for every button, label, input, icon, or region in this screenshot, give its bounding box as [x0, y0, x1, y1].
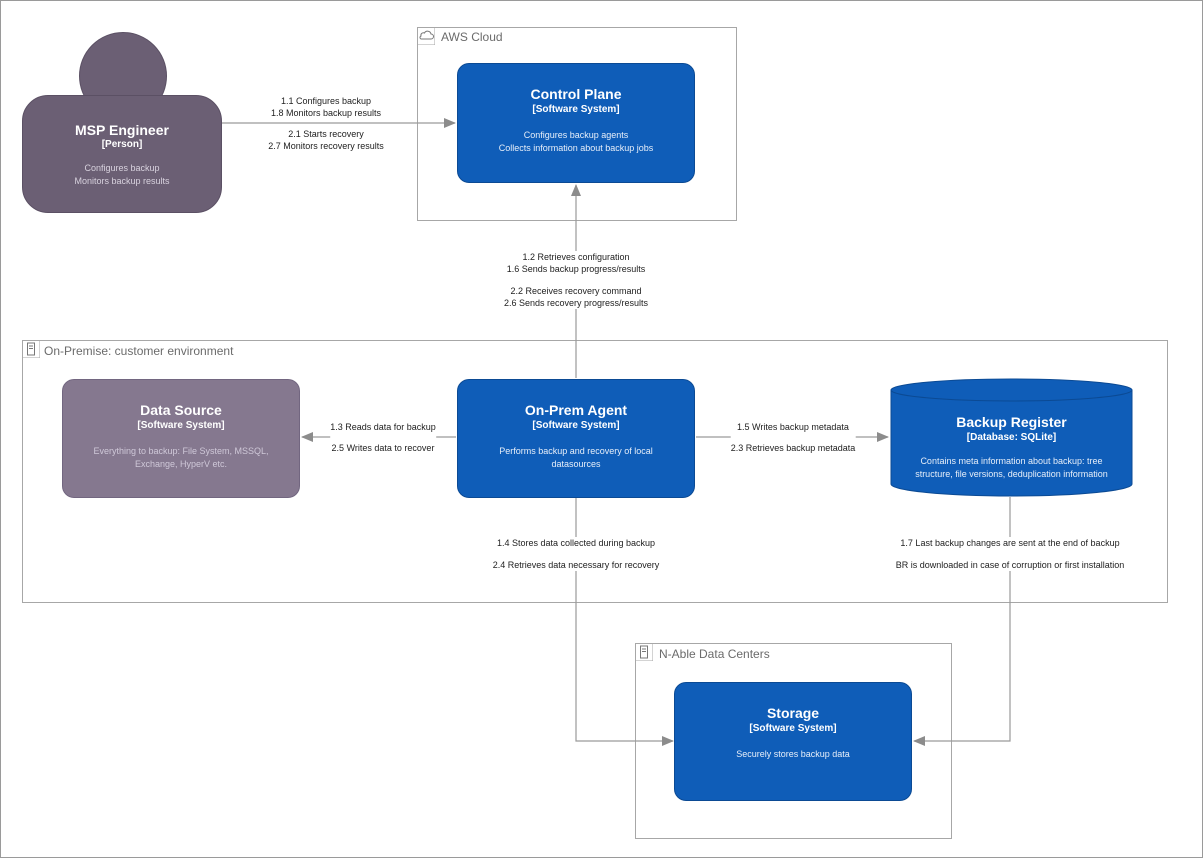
relation-label-agent-storage: 1.4 Stores data collected during backup …	[492, 537, 660, 571]
relation-label-agent-register: 1.5 Writes backup metadata 2.3 Retrieves…	[730, 421, 856, 454]
relation-label-agent-source: 1.3 Reads data for backup 2.5 Writes dat…	[330, 421, 436, 454]
desc-line: Configures backup agents	[523, 130, 629, 140]
system-description: Everything to backup: File System, MSSQL…	[77, 445, 285, 471]
desc-line: structure, file versions, deduplication …	[915, 469, 1108, 479]
control-plane-system[interactable]: Control Plane [Software System] Configur…	[457, 63, 695, 183]
system-description: Configures backup agents Collects inform…	[472, 129, 680, 155]
system-name: Control Plane	[530, 86, 622, 102]
person-name: MSP Engineer	[75, 122, 169, 138]
relation-text: 2.2 Receives recovery command	[510, 286, 642, 296]
desc-line: Exchange, HyperV etc.	[134, 459, 228, 469]
relation-text: 1.3 Reads data for backup	[330, 422, 436, 432]
backup-register-database[interactable]: Backup Register [Database: SQLite] Conta…	[890, 378, 1133, 498]
system-name: Backup Register	[956, 414, 1067, 430]
aws-cloud-label: AWS Cloud	[441, 30, 503, 44]
onprem-label: On-Premise: customer environment	[44, 344, 234, 358]
relation-text: 2.6 Sends recovery progress/results	[503, 298, 649, 308]
desc-line: Securely stores backup data	[736, 749, 850, 759]
person-type: [Person]	[101, 139, 143, 150]
data-source-system[interactable]: Data Source [Software System] Everything…	[62, 379, 300, 498]
desc-line: datasources	[551, 459, 601, 469]
relation-text: 1.5 Writes backup metadata	[737, 422, 849, 432]
person-description: Configures backup Monitors backup result…	[23, 162, 221, 188]
relation-label-engineer-control: 1.1 Configures backup 1.8 Monitors backu…	[268, 95, 384, 152]
person-desc-line2: Monitors backup results	[74, 176, 170, 186]
relation-text: 1.7 Last backup changes are sent at the …	[900, 538, 1120, 548]
relation-text: 1.1 Configures backup	[280, 96, 372, 106]
onprem-boundary	[22, 340, 1168, 603]
arrow-register-to-storage	[913, 497, 1011, 746]
relation-text: 1.4 Stores data collected during backup	[496, 538, 656, 548]
system-name: Storage	[766, 705, 820, 721]
person-desc-line1: Configures backup	[84, 163, 160, 173]
system-type: [Software System]	[532, 420, 620, 431]
relation-text: 2.7 Monitors recovery results	[268, 141, 384, 151]
desc-line: Contains meta information about backup: …	[920, 456, 1103, 466]
aws-cloud-boundary	[417, 27, 737, 221]
system-name: Data Source	[140, 402, 222, 418]
relation-label-agent-control: 1.2 Retrieves configuration 1.6 Sends ba…	[503, 251, 649, 309]
desc-line: Performs backup and recovery of local	[499, 446, 653, 456]
storage-system[interactable]: Storage [Software System] Securely store…	[674, 682, 912, 801]
system-description: Contains meta information about backup: …	[896, 455, 1127, 481]
relation-text: 2.5 Writes data to recover	[331, 443, 435, 453]
system-description: Securely stores backup data	[689, 748, 897, 761]
system-description: Performs backup and recovery of local da…	[472, 445, 680, 471]
relation-label-register-storage: 1.7 Last backup changes are sent at the …	[895, 537, 1125, 571]
relation-text: 1.8 Monitors backup results	[270, 108, 382, 118]
relation-text: 2.3 Retrieves backup metadata	[730, 443, 856, 453]
relation-text: 2.4 Retrieves data necessary for recover…	[492, 560, 660, 570]
on-prem-agent-system[interactable]: On-Prem Agent [Software System] Performs…	[457, 379, 695, 498]
relation-text: 1.6 Sends backup progress/results	[506, 264, 646, 274]
desc-line: Collects information about backup jobs	[498, 143, 654, 153]
system-name: On-Prem Agent	[524, 402, 628, 418]
system-type: [Software System]	[749, 723, 837, 734]
msp-engineer-person[interactable]: MSP Engineer [Person] Configures backup …	[22, 95, 222, 213]
relation-text: BR is downloaded in case of corruption o…	[895, 560, 1125, 570]
system-type: [Database: SQLite]	[966, 432, 1057, 443]
arrow-agent-to-storage	[575, 497, 674, 746]
database-cylinder-shape	[890, 378, 1133, 497]
desc-line: Everything to backup: File System, MSSQL…	[93, 446, 269, 456]
relation-text: 1.2 Retrieves configuration	[522, 252, 630, 262]
system-type: [Software System]	[532, 104, 620, 115]
relation-text: 2.1 Starts recovery	[288, 129, 364, 139]
system-type: [Software System]	[137, 420, 225, 431]
nable-label: N-Able Data Centers	[659, 647, 770, 661]
